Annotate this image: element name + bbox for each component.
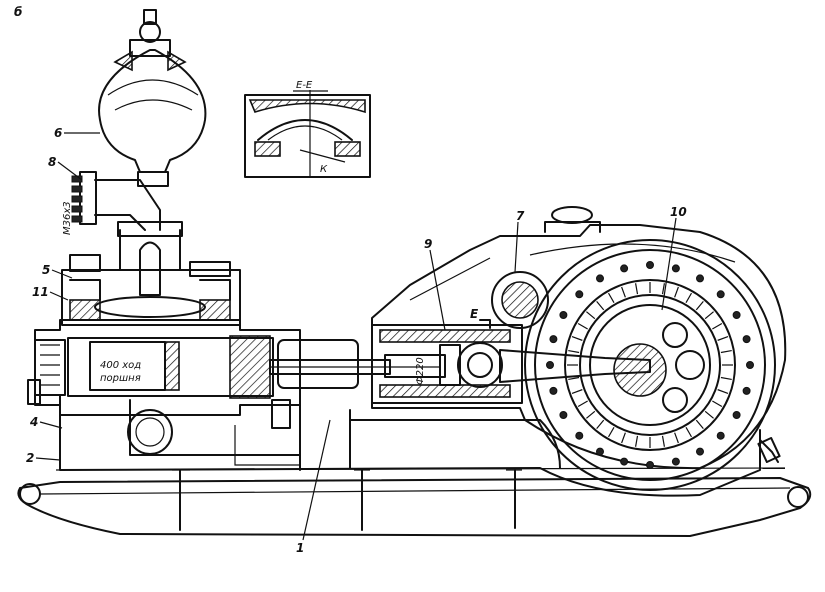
gear-tooth — [571, 389, 583, 394]
wheel-bolt — [596, 274, 604, 283]
gear-tooth — [712, 400, 723, 408]
wheel-bolt — [671, 457, 680, 466]
wheel-bolt — [732, 411, 741, 419]
wheel-bolt — [596, 447, 604, 456]
gear-tooth — [720, 376, 732, 381]
wheel-bolt — [620, 457, 629, 466]
callout-10: 10 — [670, 205, 687, 219]
gear-tooth — [634, 283, 639, 295]
wheel-bolt — [696, 274, 704, 283]
wheel-bolt — [696, 447, 704, 456]
gear-tooth — [674, 286, 679, 298]
gear-tooth — [571, 336, 583, 341]
gear-tooth — [607, 427, 615, 438]
right-skid-eye — [787, 486, 809, 508]
gear-tooth — [717, 336, 729, 341]
wheel-bolt — [732, 311, 741, 319]
valve-box — [61, 221, 241, 326]
stroke-label-line1: 400 ход — [100, 360, 141, 371]
wheel-bolt — [620, 264, 629, 273]
gear-tooth — [704, 410, 714, 419]
gear-tooth — [596, 301, 605, 311]
air-chamber — [98, 9, 207, 187]
crank-wheel — [524, 239, 781, 491]
section-mark-e: Е — [470, 307, 479, 321]
wheel-bolt — [549, 335, 558, 344]
gear-tooth — [634, 435, 639, 447]
wheel-bolt — [549, 386, 558, 395]
crosshead-assembly — [371, 324, 651, 404]
wheel-bolt — [546, 361, 554, 369]
frame-body — [59, 394, 761, 497]
section-inset: Е-Е К — [244, 80, 371, 178]
breather-cap — [551, 206, 593, 224]
wheel-bolt — [575, 290, 584, 299]
callout-2: 2 — [26, 451, 34, 465]
gear-tooth — [685, 427, 693, 438]
wheel-bolt — [671, 264, 680, 273]
gear-tooth — [695, 301, 704, 311]
callout-9: 9 — [424, 237, 432, 251]
wheel-bolt — [575, 431, 584, 440]
panel-letter: б — [14, 5, 22, 19]
detail-mark-k: К — [320, 164, 328, 175]
callout-6: 6 — [54, 126, 62, 140]
gear-tooth — [695, 419, 704, 429]
gear-tooth — [607, 292, 615, 303]
flange-bolt — [71, 205, 83, 213]
gear-tooth — [661, 435, 666, 447]
discharge-pipe — [71, 171, 161, 231]
diameter-label: Ф220 — [415, 357, 426, 385]
cylinder-liner — [27, 319, 301, 416]
wheel-bolt — [646, 461, 654, 469]
gear-tooth — [712, 322, 723, 330]
left-skid-eye — [19, 483, 41, 505]
gear-tooth — [577, 322, 588, 330]
callout-5: 5 — [42, 263, 50, 277]
gear-tooth — [685, 292, 693, 303]
gear-tooth — [568, 376, 580, 381]
thread-label: M36x3 — [62, 201, 73, 235]
gear-tooth — [621, 432, 626, 444]
gear-tooth — [661, 283, 666, 295]
wheel-bolt — [559, 311, 568, 319]
gear-tooth — [568, 349, 580, 354]
wheel-bolt — [716, 431, 725, 440]
flange-bolt — [71, 185, 83, 193]
pinion-gear — [491, 271, 549, 329]
gear-tooth — [577, 400, 588, 408]
gear-tooth — [720, 349, 732, 354]
section-title: Е-Е — [296, 80, 313, 91]
gear-tooth — [586, 311, 596, 320]
gear-tooth — [621, 286, 626, 298]
flange-bolt — [71, 215, 83, 223]
callout-7: 7 — [516, 209, 525, 223]
gear-tooth — [717, 389, 729, 394]
wheel-bolt — [742, 386, 751, 395]
wheel-bolt — [559, 411, 568, 419]
callout-8: 8 — [48, 155, 56, 169]
wheel-bolt — [742, 335, 751, 344]
wheel-bolt — [746, 361, 754, 369]
callout-4: 4 — [29, 415, 38, 429]
stroke-label-line2: поршня — [100, 373, 141, 384]
flange-bolt — [71, 195, 83, 203]
wheel-bolt — [646, 261, 654, 269]
gear-tooth — [704, 311, 714, 320]
gear-tooth — [596, 419, 605, 429]
base-skid — [17, 467, 812, 537]
callout-11: 11 — [32, 285, 49, 299]
wheel-bolt — [716, 290, 725, 299]
section-mark: Е — [470, 307, 491, 329]
gear-tooth — [586, 410, 596, 419]
callout-1: 1 — [296, 541, 304, 555]
gear-tooth — [674, 432, 679, 444]
leader-lines — [35, 132, 677, 541]
